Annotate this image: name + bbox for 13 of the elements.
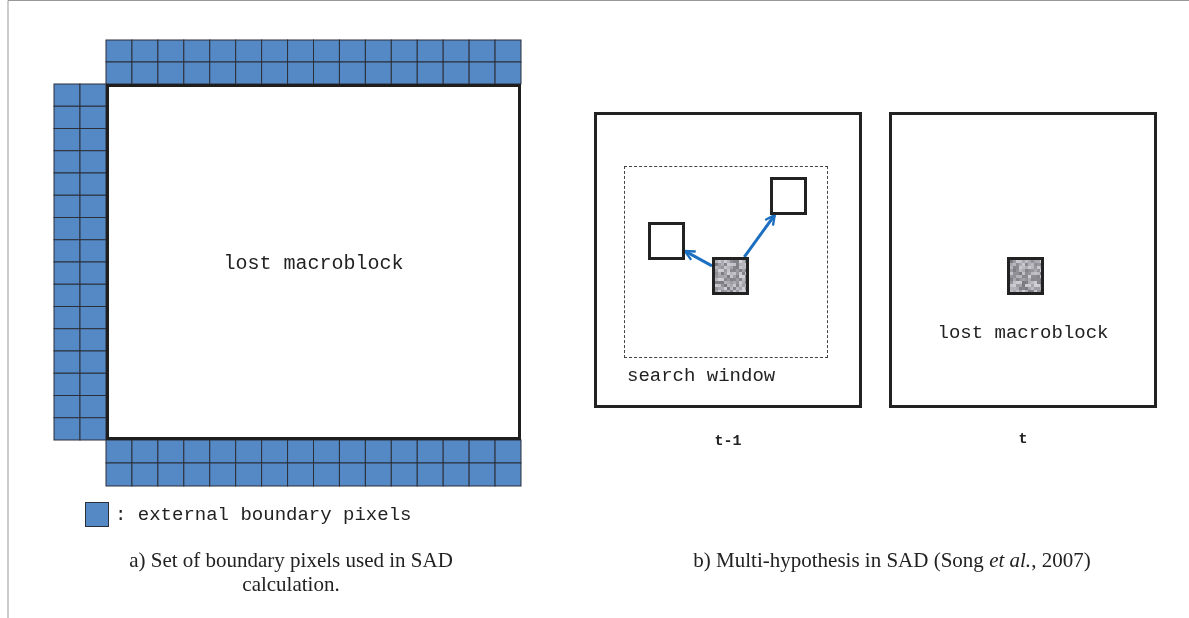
subfigure-caption: b) Multi-hypothesis in SAD (Song et al., 2007) (692, 548, 1092, 572)
macroblock-box (106, 84, 521, 440)
legend-label: : external boundary pixels (115, 503, 412, 526)
candidate-block (648, 222, 685, 260)
block-label: lost macroblock (222, 252, 405, 275)
frame-label: t (1017, 431, 1029, 448)
arrow (743, 213, 776, 258)
block-label: lost macroblock (936, 322, 1110, 344)
candidate-block (770, 177, 807, 215)
frame-label: t-1 (713, 433, 743, 450)
arrow (683, 249, 713, 268)
window-label: search window (627, 365, 776, 387)
subfigure-caption: a) Set of boundary pixels used in SAD calculation. (128, 548, 454, 596)
